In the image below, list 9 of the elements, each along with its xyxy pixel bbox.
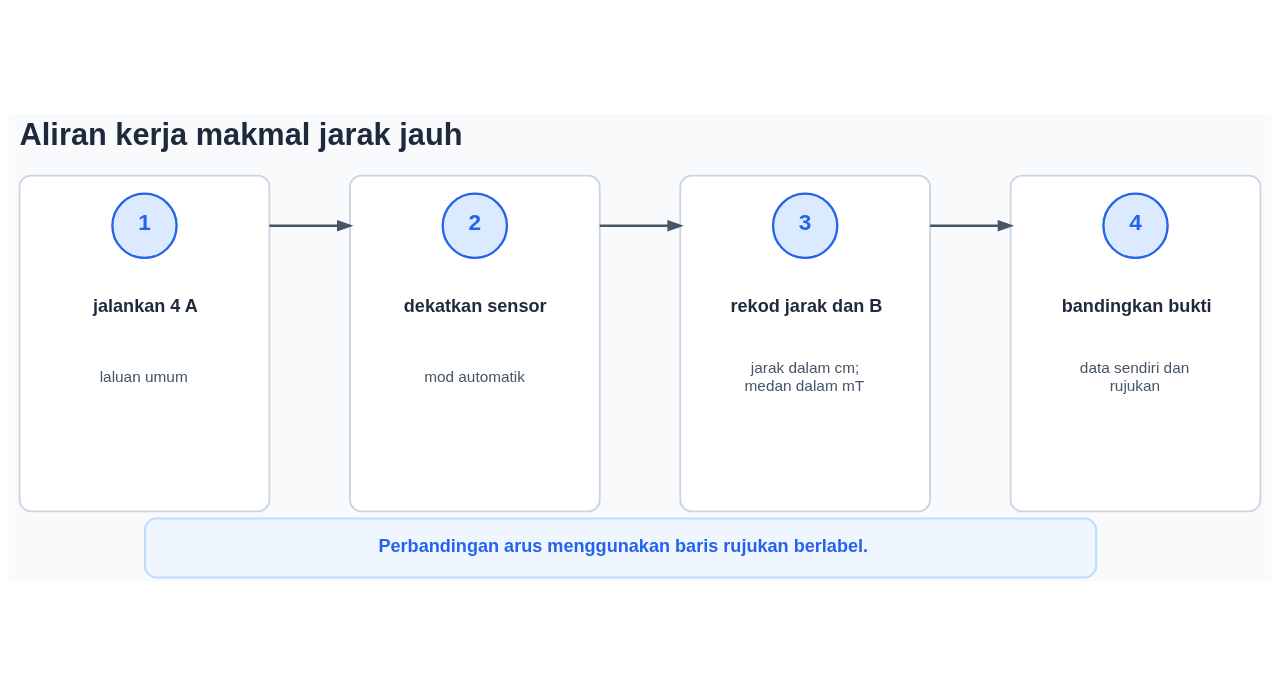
arrow [599, 220, 684, 232]
arrow [930, 220, 1015, 232]
node-circle: 4 [1102, 192, 1169, 260]
diagram-title: Aliran kerja makmal jarak jauh [19, 116, 463, 152]
arrow [269, 220, 354, 232]
node-circle: 3 [771, 192, 839, 260]
node-circle: 1 [111, 192, 178, 260]
node-box: Perbandingan arus menggunakan baris rujukan berlabel. [143, 517, 1098, 579]
node-circle: 2 [441, 192, 509, 260]
